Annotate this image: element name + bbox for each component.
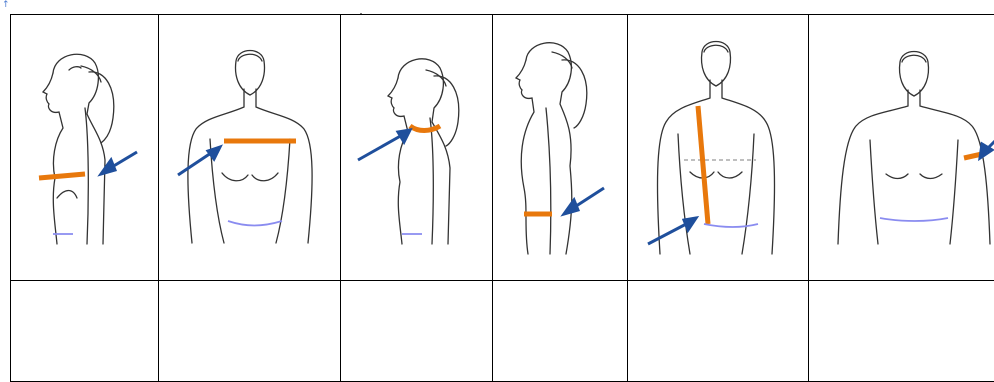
empty-row: [11, 281, 994, 382]
illustration-row: [11, 15, 994, 281]
cell-front-length: [628, 15, 809, 281]
cell-profile-neck: [341, 15, 493, 281]
profile-neck-measurement-figure: [352, 48, 482, 248]
front-length-measurement-figure: [638, 38, 798, 258]
empty-cell[interactable]: [159, 281, 341, 382]
empty-cell[interactable]: [809, 281, 994, 382]
empty-cell[interactable]: [493, 281, 628, 382]
front-shoulder-width-measurement-figure: [166, 43, 334, 253]
cell-front-upper-arm: [809, 15, 994, 281]
empty-cell[interactable]: [628, 281, 809, 382]
profile-waist-measurement-figure: [500, 38, 620, 258]
cell-profile-waist: [493, 15, 628, 281]
empty-cell[interactable]: [11, 281, 159, 382]
measurement-table: [10, 14, 994, 382]
profile-bust-measurement-figure: [25, 48, 145, 248]
empty-cell[interactable]: [341, 281, 493, 382]
anchor-marker: ↑: [2, 0, 10, 10]
front-upper-arm-measurement-figure: [822, 48, 994, 248]
cell-front-shoulder: [159, 15, 341, 281]
cell-profile-bust: [11, 15, 159, 281]
